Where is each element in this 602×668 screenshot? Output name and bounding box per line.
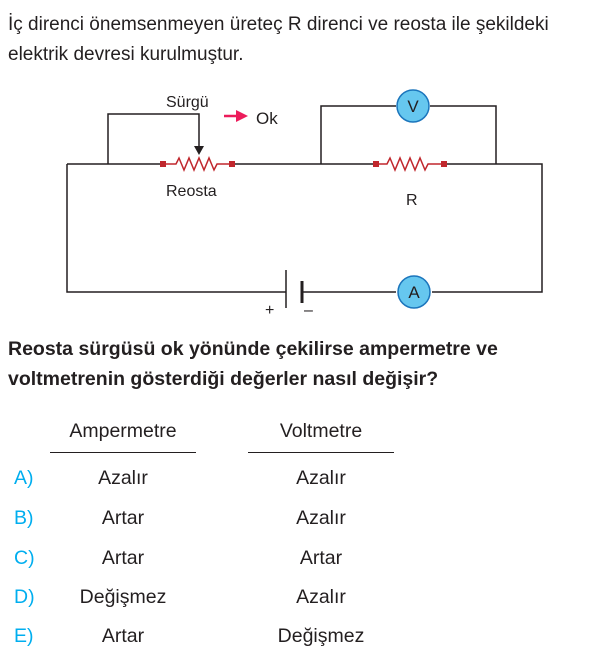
column-underline-ammeter [50,452,196,453]
column-underline-voltmeter [248,452,394,453]
intro-text: İç direnci önemsenmeyen üreteç R direnci… [8,14,549,65]
slider-arrowhead [194,146,204,155]
option-letter: D) [14,586,35,608]
voltmeter-wire [320,105,497,164]
option-voltmeter-value: Değişmez [277,625,365,647]
circuit-wire-outer [66,163,543,293]
option-ammeter-value: Azalır [98,467,148,489]
ammeter-symbol: A [408,283,420,302]
slider-label: Sürgü [166,94,209,111]
option-ammeter-value: Artar [101,507,145,529]
circuit-diagram: V A Sürgü Ok Reosta R + – [66,89,543,319]
option-ammeter-value: Artar [101,547,145,569]
battery-plus: + [265,302,274,319]
battery-minus: – [304,302,313,319]
voltmeter-circle [396,89,430,123]
option-letter: E) [14,625,34,647]
option-voltmeter-value: Azalır [296,467,346,489]
question-text: Reosta sürgüsü ok yönünde çekilirse ampe… [8,338,498,390]
resistor-label: R [406,192,418,209]
option-voltmeter-value: Artar [299,547,343,569]
option-c[interactable]: C) Artar Artar [0,547,602,577]
option-b[interactable]: B) Artar Azalır [0,507,602,537]
column-header-ammeter: Ampermetre [69,420,177,442]
slider-wire [107,113,200,164]
rheostat-zigzag [166,156,229,172]
resistor-terminals [160,161,447,167]
ammeter-circle [397,275,431,309]
option-ammeter-value: Değişmez [79,586,167,608]
option-voltmeter-value: Azalır [296,586,346,608]
option-ammeter-value: Artar [101,625,145,647]
direction-arrow-head [236,110,248,122]
option-voltmeter-value: Azalır [296,507,346,529]
option-letter: B) [14,507,34,529]
option-letter: A) [14,467,34,489]
voltmeter-symbol: V [407,97,419,116]
resistor-zigzag [379,156,441,172]
rheostat-label: Reosta [166,183,217,200]
option-e[interactable]: E) Artar Değişmez [0,625,602,655]
column-header-voltmeter: Voltmetre [279,420,363,442]
option-a[interactable]: A) Azalır Azalır [0,467,602,497]
option-letter: C) [14,547,35,569]
option-d[interactable]: D) Değişmez Azalır [0,586,602,616]
arrow-label: Ok [256,109,278,128]
